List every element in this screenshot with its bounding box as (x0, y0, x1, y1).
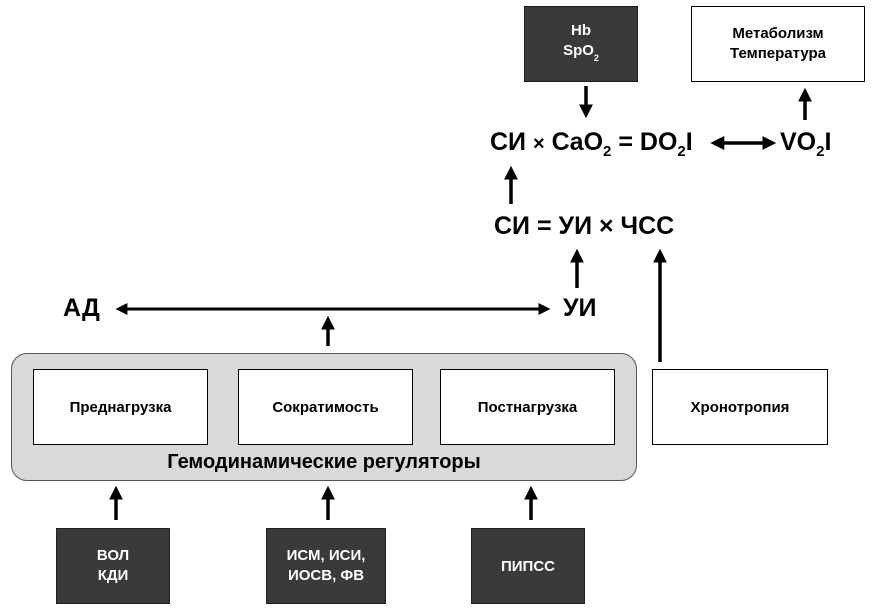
contractility-box: Сократимость (238, 369, 413, 445)
hb-spo2-box: Hb SpO2 (524, 6, 638, 82)
oxygen-consumption-label: VO2I (780, 128, 832, 160)
metabolism-label: Метаболизм (732, 25, 824, 42)
vol-kdi-box: ВОЛ КДИ (56, 528, 170, 604)
hb-label: Hb (571, 21, 591, 39)
regulators-title: Гемодинамические регуляторы (167, 451, 481, 473)
ism-isi-box: ИСМ, ИСИ, ИОСВ, ФВ (266, 528, 386, 604)
cardiac-index-formula: СИ = УИ × ЧСС (494, 212, 675, 240)
chronotropy-box: Хронотропия (652, 369, 828, 445)
spo2-label: SpO2 (563, 41, 599, 63)
ui-label: УИ (563, 294, 597, 322)
ad-label: АД (63, 294, 100, 322)
preload-box: Преднагрузка (33, 369, 208, 445)
afterload-box: Постнагрузка (440, 369, 615, 445)
pipss-box: ПИПСС (471, 528, 585, 604)
metabolism-temperature-box: Метаболизм Температура (691, 6, 865, 82)
temperature-label: Температура (730, 45, 826, 62)
oxygen-delivery-formula: СИ × CaO2 = DO2I (490, 128, 693, 160)
